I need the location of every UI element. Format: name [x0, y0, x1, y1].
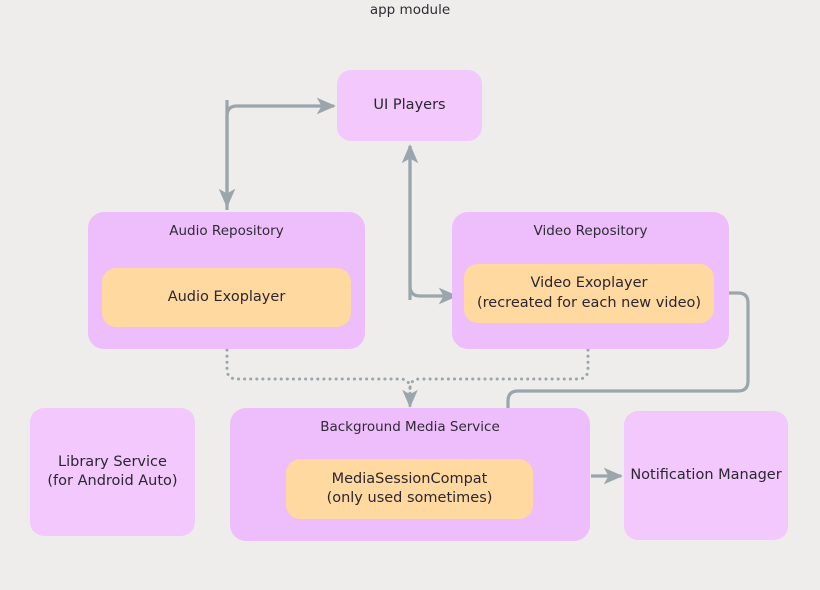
node-library-service[interactable]: Library Service (for Android Auto) [30, 408, 195, 536]
node-background-media-service-label: Background Media Service [320, 419, 500, 435]
connector-audio-repository-to-ui-players [225, 97, 336, 210]
node-video-exoplayer[interactable]: Video Exoplayer (recreated for each new … [464, 264, 714, 323]
connector-ui-players-to-video-exoplayer [408, 146, 458, 305]
node-video-repository-label: Video Repository [533, 223, 648, 239]
node-audio-exoplayer[interactable]: Audio Exoplayer [102, 268, 351, 327]
node-notification-manager[interactable]: Notification Manager [624, 411, 788, 540]
diagram-title: app module [369, 2, 451, 18]
connector-video-repository-to-background-media-service [408, 348, 590, 408]
node-media-session-compat[interactable]: MediaSessionCompat (only used sometimes) [286, 459, 533, 519]
connector-audio-repository-to-background-media-service [225, 348, 418, 408]
node-audio-repository-label: Audio Repository [169, 223, 284, 239]
node-ui-players[interactable]: UI Players [337, 70, 482, 141]
